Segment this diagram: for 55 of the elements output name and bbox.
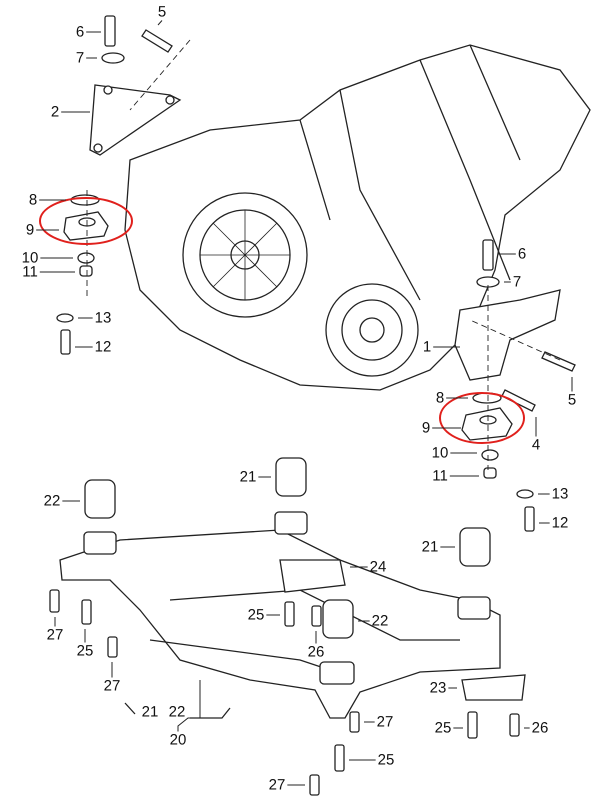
- callout-number: 26: [306, 644, 326, 660]
- leader-line: [74, 346, 94, 348]
- callout-number: 25: [376, 752, 396, 768]
- callout-number: 22: [370, 614, 390, 628]
- callout-number: 25: [76, 644, 94, 658]
- leader-line: [158, 20, 162, 26]
- callout-number: 27: [268, 778, 286, 792]
- callout-number: 27: [376, 714, 394, 730]
- callout-number: 6: [516, 246, 528, 262]
- callout-number: 23: [428, 680, 448, 696]
- leader-line: [350, 566, 368, 568]
- callout-number: 7: [74, 50, 86, 66]
- callout-number: 5: [156, 4, 168, 20]
- callout-number: 21: [420, 540, 440, 554]
- callout-number: 12: [550, 516, 570, 530]
- leader-line: [258, 476, 272, 478]
- callout-number: 24: [368, 560, 388, 574]
- leader-line: [266, 614, 280, 616]
- leader-line: [178, 680, 200, 732]
- callout-number: 4: [530, 438, 542, 452]
- callout-number: 21: [238, 470, 258, 484]
- callout-number: 25: [434, 720, 452, 736]
- leader-line: [286, 784, 306, 786]
- callout-number: 11: [431, 468, 449, 484]
- callout-number: 26: [530, 720, 550, 736]
- callout-number: 9: [24, 222, 36, 238]
- callout-number: 8: [434, 390, 446, 406]
- callout-number: 13: [94, 310, 112, 326]
- callout-number: 21: [140, 704, 160, 720]
- callout-number: 6: [74, 24, 86, 40]
- leader-line: [440, 546, 456, 548]
- leader-line: [62, 500, 80, 502]
- callout-number: 5: [566, 392, 578, 408]
- callout-number: 2: [50, 104, 60, 120]
- leader-line: [450, 452, 478, 454]
- callout-number: 9: [420, 420, 432, 436]
- leader-line: [538, 522, 550, 524]
- callout-number: 25: [246, 608, 266, 622]
- callout-number: 20: [168, 732, 188, 748]
- callout-number: 1: [422, 340, 432, 354]
- callout-number: 8: [28, 192, 38, 208]
- callout-number: 22: [168, 704, 186, 720]
- leader-line: [358, 620, 370, 622]
- callout-number: 13: [550, 486, 570, 502]
- callout-number: 22: [42, 494, 62, 508]
- leader-line: [432, 346, 460, 348]
- callout-number: 12: [94, 340, 112, 354]
- callout-number: 11: [21, 264, 39, 280]
- callout-number: 27: [46, 628, 64, 642]
- callout-number: 7: [512, 274, 522, 290]
- callout-number: 10: [430, 446, 450, 460]
- callout-number: 27: [102, 678, 122, 694]
- leader-line: [54, 616, 56, 627]
- leader-line: [84, 628, 86, 643]
- callout-number: 10: [20, 250, 40, 266]
